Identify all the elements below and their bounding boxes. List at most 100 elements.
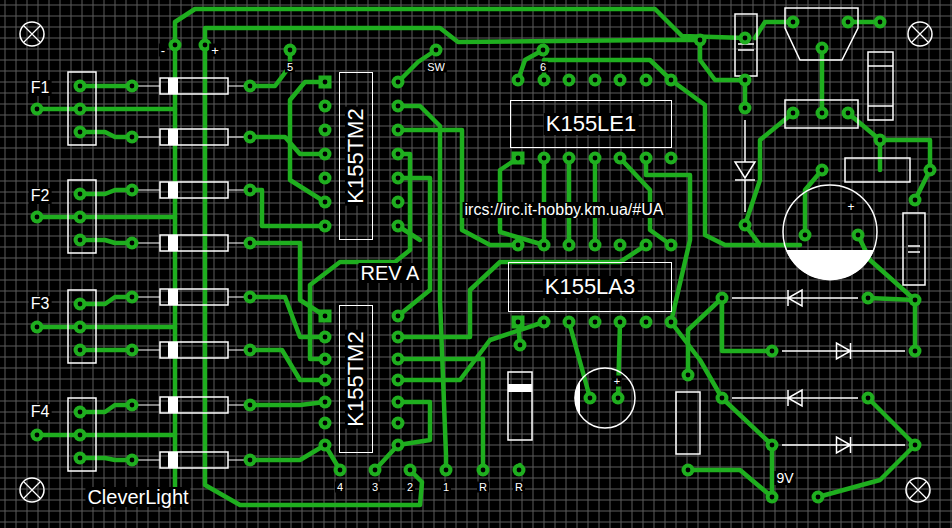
- silkscreen-note: ircs://irc.it-hobby.km.ua/#UA: [463, 202, 666, 218]
- hole-ring: [20, 22, 44, 46]
- round-pad: [319, 172, 332, 185]
- round-pad: [563, 152, 576, 165]
- fuse-outline: [868, 52, 893, 120]
- round-pad: [682, 464, 695, 477]
- ic-outline: K155LA3: [508, 262, 672, 312]
- drill-hole: [791, 111, 796, 116]
- round-pad: [909, 439, 922, 452]
- round-pad: [665, 316, 678, 329]
- drill-hole: [396, 176, 401, 181]
- drill-hole: [323, 400, 328, 405]
- round-pad: [612, 392, 625, 405]
- grid-line: [0, 368, 952, 369]
- drill-hole: [248, 135, 253, 140]
- grid-line: [291, 0, 292, 528]
- round-pad: [682, 369, 695, 382]
- grid-line: [0, 104, 952, 105]
- drill-hole: [130, 188, 135, 193]
- round-pad: [842, 16, 855, 29]
- silkscreen-label: 9V: [774, 471, 795, 485]
- round-pad: [538, 316, 551, 329]
- grid-line: [269, 0, 270, 528]
- hole-ring: [20, 478, 44, 502]
- round-pad: [74, 298, 87, 311]
- resistor-body: [160, 129, 228, 145]
- round-pad: [319, 396, 332, 409]
- drill-hole: [396, 335, 401, 340]
- round-pad: [589, 74, 602, 87]
- drill-hole: [396, 80, 401, 85]
- round-pad: [392, 417, 405, 430]
- drill-hole: [743, 223, 748, 228]
- silkscreen-label: +: [209, 44, 221, 57]
- round-pad: [874, 134, 887, 147]
- drill-hole: [78, 84, 83, 89]
- drill-hole: [248, 348, 253, 353]
- grid-line: [0, 16, 952, 17]
- drill-hole: [78, 107, 83, 112]
- drill-hole: [928, 168, 933, 173]
- grid-line: [896, 0, 897, 528]
- silkscreen: [68, 8, 925, 471]
- hole-cross: [24, 482, 40, 498]
- grid-line: [0, 159, 952, 160]
- grid-line: [0, 511, 952, 512]
- drill-hole: [616, 396, 621, 401]
- round-pad: [319, 196, 332, 209]
- round-pad: [614, 152, 627, 165]
- resistor-body: [160, 78, 228, 94]
- round-pad: [392, 148, 405, 161]
- drill-hole: [866, 296, 871, 301]
- drill-hole: [588, 396, 593, 401]
- copper-trace: [250, 402, 325, 405]
- copper-trace: [544, 60, 671, 80]
- connector-outline: [68, 72, 96, 145]
- copper-trace: [671, 322, 722, 398]
- round-pad: [640, 74, 653, 87]
- drill-hole: [373, 468, 378, 473]
- round-pad: [369, 464, 382, 477]
- drill-hole: [856, 233, 861, 238]
- drill-hole: [720, 296, 725, 301]
- grid-line: [0, 181, 952, 182]
- drill-hole: [408, 468, 413, 473]
- resistor-lead: [138, 459, 244, 460]
- drill-hole: [743, 36, 748, 41]
- copper-trace: [722, 398, 772, 445]
- drill-hole: [770, 443, 775, 448]
- hole-cross: [910, 482, 926, 498]
- drill-hole: [593, 243, 598, 248]
- drill-hole: [323, 104, 328, 109]
- silkscreen-label: -: [159, 44, 167, 57]
- round-pad: [816, 107, 829, 120]
- grid-line: [0, 192, 952, 193]
- round-pad: [74, 452, 87, 465]
- resistor-lead: [138, 136, 244, 137]
- round-pad: [126, 237, 139, 250]
- round-pad: [614, 316, 627, 329]
- grid-line: [126, 0, 127, 528]
- drill-hole: [593, 320, 598, 325]
- grid-line: [0, 115, 952, 116]
- round-pad: [766, 439, 779, 452]
- grid-line: [0, 82, 952, 83]
- grid-line: [0, 346, 952, 347]
- drill-hole: [770, 495, 775, 500]
- resistor-body: [160, 397, 228, 413]
- drill-hole: [396, 104, 401, 109]
- round-pad: [392, 353, 405, 366]
- regulator-outline: [785, 8, 858, 60]
- resistor-band: [168, 78, 178, 94]
- resistor-band: [168, 129, 178, 145]
- drill-hole: [35, 215, 40, 220]
- round-pad: [392, 124, 405, 137]
- copper-trace: [80, 215, 175, 220]
- drill-hole: [542, 320, 547, 325]
- drill-hole: [913, 443, 918, 448]
- drill-hole: [130, 403, 135, 408]
- drill-hole: [78, 410, 83, 415]
- copper-trace: [745, 113, 793, 225]
- resistor-body: [508, 372, 532, 440]
- drill-hole: [444, 468, 449, 473]
